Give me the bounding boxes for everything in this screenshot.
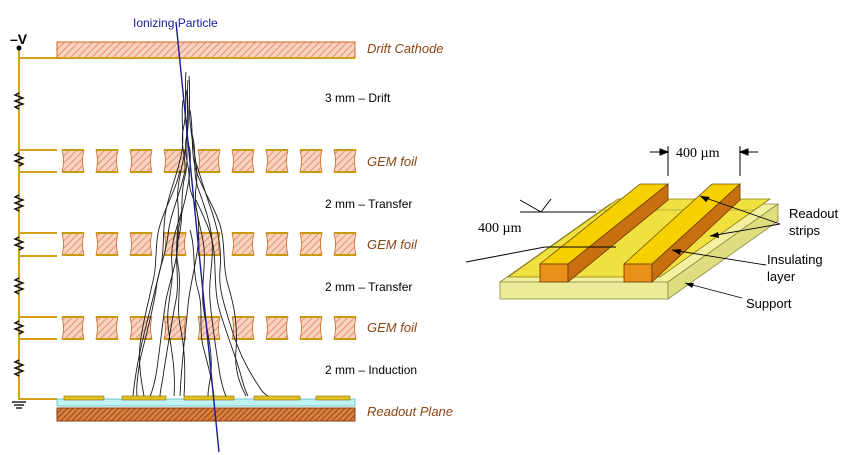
readout-strips-label: Readout [789,206,839,221]
drift-cathode [56,41,356,59]
support-side [667,203,779,300]
gem-foil-segment [231,149,255,173]
insulating-layer-label: layer [767,269,796,284]
arrowhead [685,283,694,288]
resistor [13,359,25,377]
resistor [13,320,25,335]
top-dimension [650,146,758,176]
gap-label-drift: 3 mm – Drift [325,91,391,105]
ground-icon [12,401,26,409]
gem-foil-segment [265,149,289,173]
insulating-layer-label: Insulating [767,252,823,267]
gem-foil-segment [333,316,357,340]
gem-foil-segment [163,316,187,340]
gem-foil-label: GEM foil [367,320,418,335]
gem-foil-segment [61,316,85,340]
gem-foil-segment [61,232,85,256]
ionizing-particle-label: Ionizing Particle [133,16,218,30]
readout-pads [63,395,351,401]
gem-stack-diagram: –V [10,16,453,453]
resistor [13,194,25,212]
voltage-label: –V [10,31,28,47]
electrode-wires [19,57,57,400]
gem-foil-segment [299,316,323,340]
resistor [13,152,25,167]
resistor [13,277,25,295]
readout-strip-side [567,183,669,283]
gem-foil-segment [299,232,323,256]
readout-board [56,407,356,422]
gem-foil-segment [333,232,357,256]
resistor [13,236,25,251]
gem-foil-segment [129,232,153,256]
arrowhead [700,196,710,202]
readout-strip-side [651,183,741,283]
readout-strip-front [539,263,569,283]
gem-foil-segment [231,232,255,256]
readout-strips-diagram: 400 µm 400 µm Readout strips Insulating … [465,146,839,311]
electron-avalanche-tracks [132,71,269,397]
resistor [13,92,25,110]
arrowhead [710,232,719,238]
readout-plane-label: Readout Plane [367,404,453,419]
hv-terminal [16,45,22,51]
gem-foil-segment [265,232,289,256]
readout-strip-front [623,263,653,283]
gap-label-induction: 2 mm – Induction [325,363,417,377]
gem-foil-segment [129,149,153,173]
gem-foil-segment [197,232,221,256]
gem-foil-segment [95,316,119,340]
leader-lines [671,195,781,299]
arrowhead [672,249,681,255]
left-dimension [465,198,616,263]
gem-foil-segment [61,149,85,173]
gap-label-transfer: 2 mm – Transfer [325,280,412,294]
top-dimension-label: 400 µm [676,146,720,161]
support-label: Support [746,296,792,311]
ionizing-particle-track [175,21,220,453]
gem-foils [61,149,357,340]
gap-label-transfer: 2 mm – Transfer [325,197,412,211]
resistor-chain [13,92,25,377]
gem-foil-segment [95,149,119,173]
gem-foil-label: GEM foil [367,154,418,169]
gem-foil-segment [299,149,323,173]
gem-foil-segment [333,149,357,173]
gem-foil-segment [95,232,119,256]
support-front [499,281,669,300]
readout-strips-label: strips [789,223,821,238]
gem-foil-segment [265,316,289,340]
gem-foil-label: GEM foil [367,237,418,252]
drift-cathode-label: Drift Cathode [367,41,444,56]
gem-foil-segment [197,149,221,173]
gem-foil-segment [163,232,187,256]
left-dimension-label: 400 µm [478,221,522,236]
